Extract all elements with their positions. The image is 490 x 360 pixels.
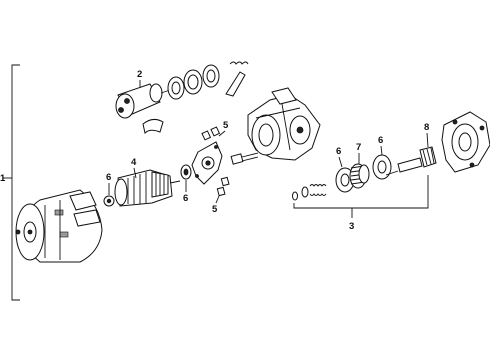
callout-2: 2	[137, 69, 142, 80]
leader-8	[426, 132, 429, 148]
leader-5-lower	[215, 195, 220, 204]
gear-set-bracket-3	[293, 175, 429, 218]
solenoid-dust-cover	[142, 118, 164, 134]
drive-housing	[247, 87, 321, 161]
washer	[103, 195, 115, 207]
callout-4: 4	[131, 157, 137, 168]
brush-holder-plate	[191, 141, 223, 185]
callout-5-lower: 5	[212, 204, 218, 215]
leader-6-gearleft	[338, 156, 343, 168]
leader-5-upper	[218, 130, 226, 137]
callout-1: 1	[0, 173, 6, 184]
front-bracket	[441, 111, 490, 173]
brush-springs-upper	[201, 126, 221, 141]
callout-3: 3	[349, 221, 354, 232]
armature-bearing	[180, 164, 192, 180]
clutch-gear-set	[292, 146, 437, 201]
callout-6-gearright: 6	[378, 135, 383, 146]
leader-6-gearright	[380, 145, 383, 156]
callout-8: 8	[424, 122, 429, 133]
armature	[114, 169, 181, 207]
assembly-bracket-1	[3, 64, 20, 301]
solenoid	[115, 83, 171, 119]
leader-4	[133, 167, 137, 179]
solenoid-seal-rings	[167, 64, 220, 100]
callout-6-left: 6	[106, 172, 111, 183]
brush-springs-lower	[216, 176, 230, 197]
callout-6-gearleft: 6	[336, 146, 341, 157]
callout-7: 7	[356, 142, 361, 153]
callout-6-mid: 6	[183, 193, 188, 204]
motor-housing	[15, 189, 103, 263]
through-bolt	[230, 152, 259, 165]
shift-lever	[225, 61, 249, 97]
callout-5-upper: 5	[223, 120, 229, 131]
